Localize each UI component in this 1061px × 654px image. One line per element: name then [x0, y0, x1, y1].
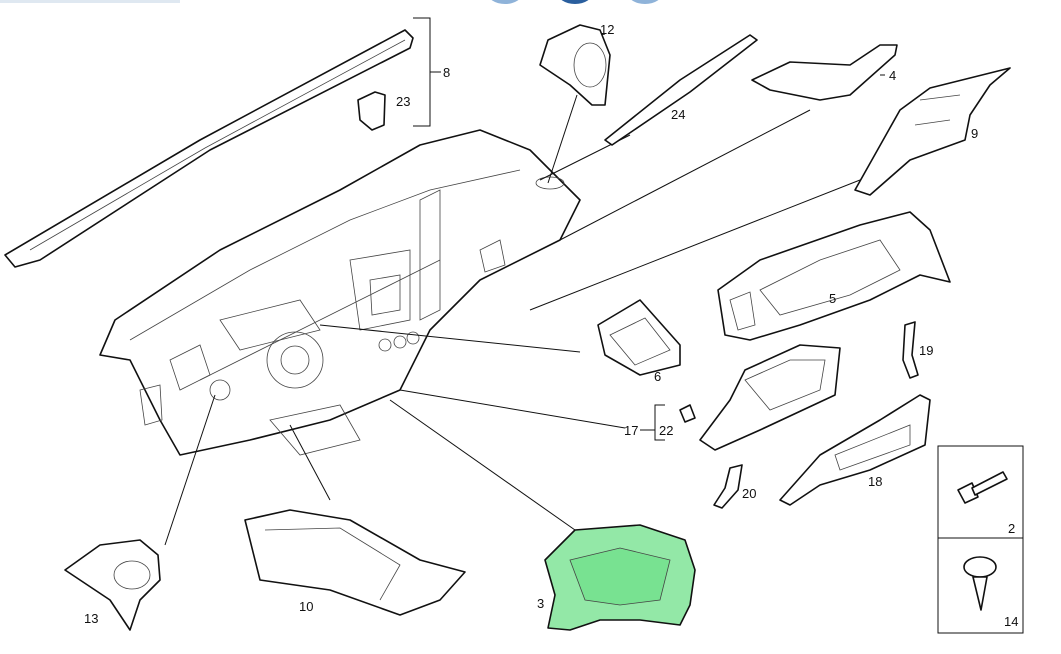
hardware-box [937, 445, 1024, 634]
part-labels: 8 23 12 24 4 9 5 6 19 17 22 20 18 2 14 1… [84, 22, 1018, 629]
nav-circle[interactable] [557, 0, 593, 4]
part-2-bolt[interactable] [957, 471, 1008, 504]
label-part-8[interactable]: 8 [443, 65, 450, 80]
part-13-vent-housing[interactable] [64, 539, 161, 631]
label-part-23[interactable]: 23 [396, 94, 410, 109]
label-part-13[interactable]: 13 [84, 611, 98, 626]
label-part-12[interactable]: 12 [600, 22, 614, 37]
part-12-vent-housing[interactable] [539, 24, 611, 106]
part-20-bracket[interactable] [713, 464, 743, 509]
label-part-2[interactable]: 2 [1008, 521, 1015, 536]
label-part-6[interactable]: 6 [654, 369, 661, 384]
part-23-bracket[interactable] [357, 91, 386, 131]
nav-circle[interactable] [627, 0, 663, 4]
label-part-19[interactable]: 19 [919, 343, 933, 358]
label-part-10[interactable]: 10 [299, 599, 313, 614]
part-10-lower-panel[interactable] [244, 509, 466, 616]
part-22-clip[interactable] [679, 404, 696, 423]
part-17-glovebox-frame[interactable] [699, 344, 841, 451]
dashboard-assembly [99, 129, 581, 456]
header-strip [0, 0, 180, 3]
part-3-steering-column-cover[interactable] [544, 524, 696, 631]
part-4-panel[interactable] [751, 44, 898, 101]
part-9-side-panel[interactable] [854, 67, 1011, 196]
label-part-17[interactable]: 17 [624, 423, 638, 438]
nav-circle[interactable] [487, 0, 523, 4]
part-24-trim-strip[interactable] [604, 34, 758, 146]
nav-buttons [487, 0, 663, 4]
label-part-18[interactable]: 18 [868, 474, 882, 489]
label-part-9[interactable]: 9 [971, 126, 978, 141]
part-5-cover[interactable] [717, 211, 951, 341]
label-part-14[interactable]: 14 [1004, 614, 1018, 629]
label-part-5[interactable]: 5 [829, 291, 836, 306]
part-14-screw[interactable] [963, 556, 997, 611]
label-part-3[interactable]: 3 [537, 596, 544, 611]
part-19-bracket[interactable] [902, 321, 919, 379]
part-18-glovebox[interactable] [779, 394, 931, 506]
part-8-trim-strip[interactable] [4, 29, 414, 268]
label-part-22[interactable]: 22 [659, 423, 673, 438]
label-part-20[interactable]: 20 [742, 486, 756, 501]
label-part-4[interactable]: 4 [889, 68, 896, 83]
part-6-air-vent[interactable] [597, 299, 681, 376]
label-part-24[interactable]: 24 [671, 107, 685, 122]
